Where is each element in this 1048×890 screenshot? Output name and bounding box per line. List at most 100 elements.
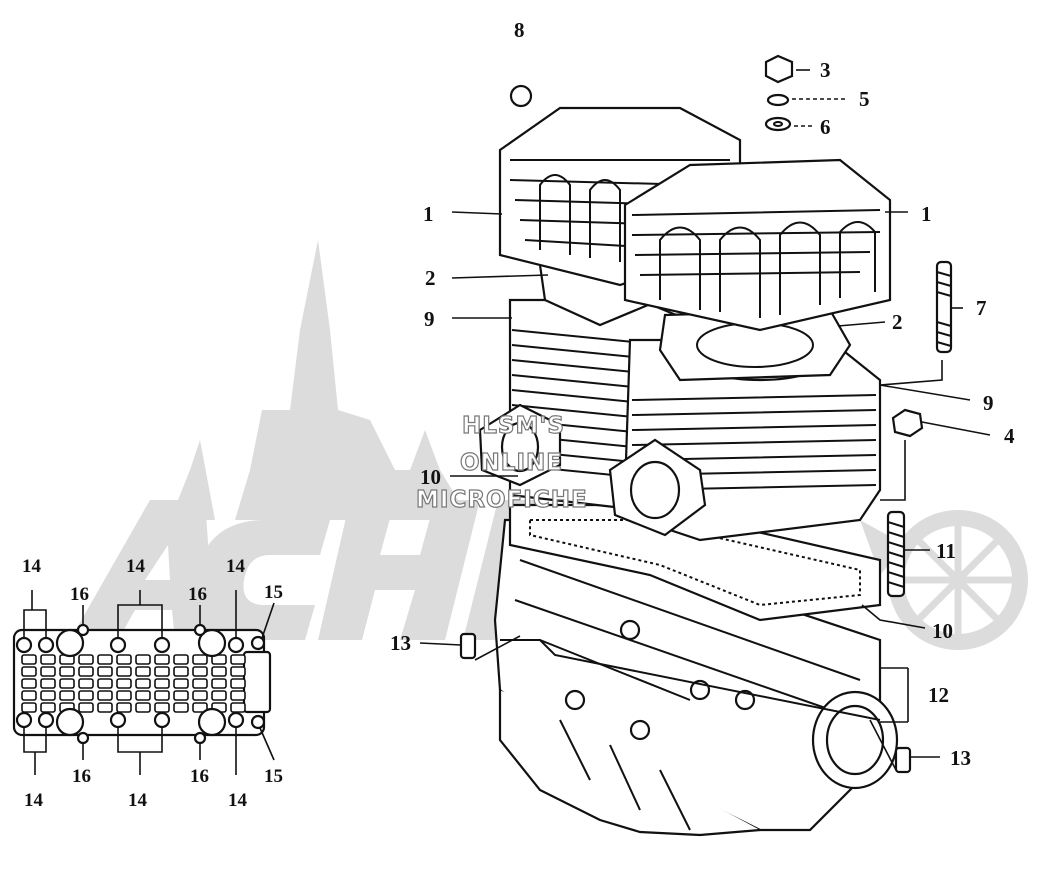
plug-8 (509, 84, 533, 108)
inset-callout-16-top-right: 16 (188, 584, 207, 605)
inset-callout-14-bottom-middle: 14 (128, 790, 148, 811)
inset-grid-cell (21, 666, 37, 677)
inset-grid-cell (154, 678, 170, 689)
inset-grid-cell (135, 654, 151, 665)
inset-grid-cell (21, 690, 37, 701)
inset-grid-cell (192, 666, 208, 677)
inset-grid-cell (116, 690, 132, 701)
inset-grid-cell (78, 666, 94, 677)
inset-callout-14-top-right: 14 (226, 556, 246, 577)
callout-4: 4 (1004, 424, 1015, 448)
inset-grid-cell (78, 702, 94, 713)
inset-callout-14-bottom-right: 14 (228, 790, 248, 811)
inset-grid-cell (135, 666, 151, 677)
callout-3: 3 (820, 58, 831, 82)
inset-grid-cell (173, 702, 189, 713)
nut-3 (764, 54, 794, 84)
inset-grid-cell (173, 666, 189, 677)
callout-11: 11 (936, 539, 956, 563)
cylinder-front (478, 338, 882, 542)
callouts: 1 1 2 2 3 4 5 6 7 8 9 9 10 10 11 12 13 1… (390, 18, 1015, 770)
inset-callout-15-top: 15 (264, 582, 283, 603)
inset-grid-cell (21, 654, 37, 665)
callout-10-left: 10 (420, 465, 441, 489)
inset-grid-cell (211, 678, 227, 689)
callout-10-right: 10 (932, 619, 953, 643)
inset-grid-cell (192, 702, 208, 713)
callout-1-left: 1 (423, 202, 434, 226)
inset-grid-cell (97, 690, 113, 701)
callout-9-right: 9 (983, 391, 994, 415)
inset-grid-cell (173, 678, 189, 689)
callout-2-left: 2 (425, 266, 436, 290)
inset-grid-cell (116, 654, 132, 665)
inset-grid-cell (211, 666, 227, 677)
callout-7: 7 (976, 296, 987, 320)
inset-grid-cell (40, 702, 56, 713)
watermark-letter-h (318, 500, 480, 640)
callout-8: 8 (514, 18, 525, 42)
inset-grid-cell (78, 654, 94, 665)
callout-13-right: 13 (950, 746, 971, 770)
inset-grid-cell (97, 666, 113, 677)
washer-6 (764, 116, 792, 132)
inset-grid-cell (230, 654, 246, 665)
inset-grid-cell (154, 666, 170, 677)
inset-callout-16-top-left: 16 (70, 584, 89, 605)
inset-grid-cell (40, 690, 56, 701)
inset-grid-cell (173, 654, 189, 665)
inset-grid-cell (116, 702, 132, 713)
watermark-text: HLSM'S ONLINE MICROFICHE (415, 412, 588, 513)
cylinder-head-front (623, 158, 892, 332)
inset-grid-cell (116, 678, 132, 689)
inset-grid-cell (230, 690, 246, 701)
inset-grid-cell (21, 702, 37, 713)
inset-grid-cell (173, 690, 189, 701)
inset-grid-cell (59, 666, 75, 677)
callout-12: 12 (928, 683, 949, 707)
inset-grid-cell (211, 690, 227, 701)
washer-5 (766, 93, 790, 107)
watermark-letter-a (70, 500, 215, 640)
callout-6: 6 (820, 115, 831, 139)
inset-grid-cell (40, 678, 56, 689)
inset-grid-cell (154, 702, 170, 713)
inset-grid-cell (192, 678, 208, 689)
inset-grid-cell (78, 678, 94, 689)
inset-grid-cell (135, 702, 151, 713)
inset-crankcase-bottom-view: 14 14 14 16 16 15 14 14 14 16 16 15 (12, 556, 283, 811)
inset-grid-cell (21, 678, 37, 689)
callout-5: 5 (859, 87, 870, 111)
inset-callout-14-top-left: 14 (22, 556, 42, 577)
nut-4 (891, 408, 924, 438)
inset-grid-cell (59, 690, 75, 701)
inset-grid-cell (230, 666, 246, 677)
inset-grid-cell (97, 678, 113, 689)
inset-callout-14-bottom-left: 14 (24, 790, 44, 811)
dowel-13-right (894, 746, 912, 774)
stud-7 (935, 260, 953, 354)
watermark-line-1: HLSM'S (462, 413, 565, 439)
inset-callout-15-bottom: 15 (264, 766, 283, 787)
crankcase (493, 518, 899, 837)
inset-grid-cell (192, 654, 208, 665)
inset-grid-cell (192, 690, 208, 701)
inset-grid-cell (116, 666, 132, 677)
dowel-13-left (459, 632, 477, 660)
inset-grid-cell (97, 654, 113, 665)
callout-2-right: 2 (892, 310, 903, 334)
inset-grid-cell (135, 690, 151, 701)
inset-grid-cell (40, 666, 56, 677)
inset-grid-cell (154, 690, 170, 701)
inset-grid-cell (135, 678, 151, 689)
inset-grid-cell (154, 654, 170, 665)
inset-callout-14-top-middle: 14 (126, 556, 146, 577)
leader-lines (419, 69, 991, 771)
callout-13-left: 13 (390, 631, 411, 655)
inset-callout-16-bottom-left: 16 (72, 766, 91, 787)
inset-grid-cell (59, 678, 75, 689)
stud-11 (886, 510, 906, 598)
watermark-line-3: MICROFICHE (416, 487, 588, 513)
inset-callout-16-bottom-right: 16 (190, 766, 209, 787)
